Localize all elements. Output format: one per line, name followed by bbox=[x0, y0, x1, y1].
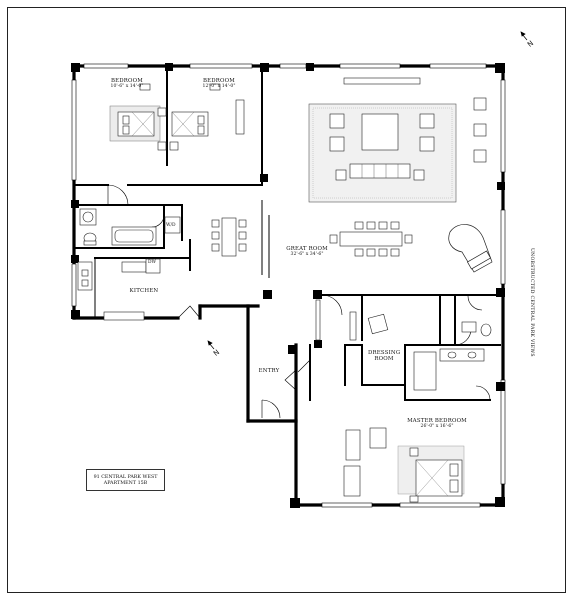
master-furniture bbox=[315, 299, 492, 503]
entry-name: ENTRY bbox=[258, 368, 280, 374]
washer-dryer-label: W/D bbox=[166, 223, 176, 228]
bedroom1-dims: 10'-6" x 14'-0" bbox=[110, 84, 144, 90]
dressing-room-label: DRESSING ROOM bbox=[368, 350, 400, 362]
master-bedroom-name: MASTER BEDROOM bbox=[407, 418, 467, 424]
door-swings bbox=[107, 184, 491, 419]
address-line2: APARTMENT 15B bbox=[103, 481, 148, 487]
dishwasher-label: DW bbox=[148, 260, 157, 265]
kitchen-label: KITCHEN bbox=[128, 288, 160, 294]
bed-diagonals bbox=[131, 111, 195, 137]
bedroom-furniture bbox=[117, 83, 245, 151]
dressing-room-line2: ROOM bbox=[374, 356, 394, 363]
sheet-border bbox=[7, 7, 566, 593]
address-line1: 91 CENTRAL PARK WEST bbox=[93, 475, 158, 480]
views-side-note: UNOBSTRUCTED CENTRAL PARK VIEWS bbox=[529, 248, 534, 357]
entry-label: ENTRY bbox=[258, 368, 280, 374]
bedroom2-label: BEDROOM 12'-0" x 14'-0" bbox=[194, 78, 244, 89]
interior-walls bbox=[73, 65, 501, 401]
bedroom1-name: BEDROOM bbox=[110, 78, 144, 84]
windows bbox=[71, 63, 506, 508]
piano bbox=[448, 224, 493, 273]
kitchen-name: KITCHEN bbox=[129, 288, 159, 294]
great-room-furniture bbox=[211, 77, 487, 257]
bath-fixtures bbox=[79, 208, 181, 246]
master-bedroom-label: MASTER BEDROOM 26'-0" x 16'-6" bbox=[407, 418, 467, 429]
master-bed-diag bbox=[415, 459, 449, 497]
north-arrow-mid bbox=[207, 340, 215, 350]
great-room-name: GREAT ROOM bbox=[286, 246, 328, 252]
sofa-cushions bbox=[361, 164, 399, 178]
great-room-label: GREAT ROOM 32'-6" x 34'-6" bbox=[284, 246, 330, 257]
kitchen-fixtures bbox=[77, 258, 161, 321]
north-arrow-top bbox=[520, 31, 528, 41]
bedroom1-label: BEDROOM 10'-6" x 14'-0" bbox=[102, 78, 152, 89]
master-bedroom-dims: 26'-0" x 16'-6" bbox=[420, 424, 454, 430]
bedroom2-dims: 12'-0" x 14'-0" bbox=[202, 84, 236, 90]
address-box: 91 CENTRAL PARK WEST APARTMENT 15B bbox=[86, 469, 165, 491]
partitions bbox=[94, 200, 270, 318]
dressing-room-line1: DRESSING bbox=[368, 350, 401, 356]
great-room-dims: 32'-6" x 34'-6" bbox=[290, 252, 324, 258]
columns bbox=[71, 63, 505, 508]
great-room-rug-inner bbox=[312, 107, 453, 199]
bedroom2-name: BEDROOM bbox=[202, 78, 236, 84]
